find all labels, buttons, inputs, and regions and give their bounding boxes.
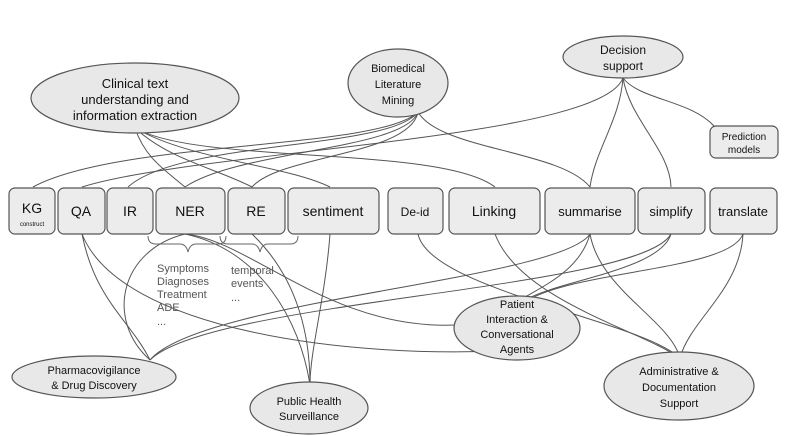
ner-type: Treatment: [157, 289, 207, 301]
task-ir: IR: [106, 187, 154, 235]
re-type: temporal: [231, 265, 274, 277]
ner-brace: [147, 235, 227, 253]
task-linking: Linking: [448, 187, 541, 235]
edge-bio-summarise: [417, 111, 591, 188]
task-simplify-label: simplify: [649, 204, 693, 219]
app-public-line-2: Surveillance: [279, 411, 339, 423]
app-admin-line-2: Documentation: [642, 382, 716, 394]
app-admin-line-3: Support: [660, 398, 699, 410]
ner-type: ...: [157, 316, 166, 328]
edge-qa-pharma: [81, 233, 151, 361]
task-linking-label: Linking: [472, 203, 516, 219]
re-brace: [219, 235, 299, 253]
edge-bio-re: [251, 111, 419, 188]
clinical-hub: Clinical text understanding and informat…: [30, 62, 240, 134]
task-translate-label: translate: [718, 204, 768, 219]
edge-summarise-admin: [589, 233, 681, 359]
re-type-list: temporal events ...: [231, 265, 274, 304]
task-translate: translate: [709, 187, 778, 235]
task-kg-sublabel: construct: [20, 222, 45, 228]
edge-ner-pharma: [123, 233, 186, 361]
app-patient-line-1: Patient: [500, 299, 534, 311]
biomedical-hub-line-1: Biomedical: [371, 63, 425, 75]
ner-type: Symptoms: [157, 263, 209, 275]
task-summarise: summarise: [544, 187, 636, 235]
edge-simplify-patient: [524, 233, 672, 301]
edge-sentiment-public: [309, 233, 331, 386]
ner-type: Diagnoses: [157, 276, 209, 288]
task-ner: NER: [155, 187, 226, 235]
task-kg: KG construct: [8, 187, 56, 235]
edge-clinical-linking: [134, 127, 496, 188]
task-sentiment-label: sentiment: [303, 203, 364, 219]
app-admin-line-1: Administrative &: [639, 366, 719, 378]
task-sentiment: sentiment: [287, 187, 380, 235]
task-deid: De-id: [387, 187, 444, 235]
prediction-line-2: models: [728, 145, 760, 156]
decision-hub: Decision support: [562, 35, 684, 79]
app-patient-line-4: Agents: [500, 344, 535, 356]
app-patient-line-3: Conversational: [480, 329, 553, 341]
app-patient-line-2: Interaction &: [486, 314, 548, 326]
edge-bio-kg: [32, 111, 419, 188]
edge-summarise-patient: [519, 233, 591, 301]
edge-clinical-re: [134, 127, 253, 188]
app-pharma-line-1: Pharmacovigilance: [48, 365, 141, 377]
task-ir-label: IR: [123, 203, 137, 219]
edge-translate-admin: [679, 233, 744, 359]
re-type: ...: [231, 292, 240, 304]
biomedical-hub-line-3: Mining: [382, 95, 414, 107]
prediction-line-1: Prediction: [722, 132, 766, 143]
decision-hub-line-1: Decision: [600, 43, 646, 57]
task-re: RE: [227, 187, 286, 235]
edge-clinical-ner: [134, 127, 186, 188]
prediction-box: Prediction models: [709, 125, 779, 159]
edge-linking-admin: [494, 233, 681, 359]
biomedical-hub: Biomedical Literature Mining: [347, 48, 449, 118]
edge-summarise-pharma: [149, 233, 591, 361]
clinical-hub-line-3: information extraction: [73, 108, 197, 123]
app-public-line-1: Public Health: [277, 396, 342, 408]
biomedical-hub-line-2: Literature: [375, 79, 421, 91]
task-ner-label: NER: [175, 203, 205, 219]
edge-clinical-sentiment: [134, 127, 331, 188]
task-re-label: RE: [246, 203, 265, 219]
clinical-hub-line-1: Clinical text: [102, 76, 169, 91]
edge-ner-patient: [184, 233, 456, 326]
edges: [32, 77, 744, 386]
edge-decision-simplify: [622, 77, 672, 188]
app-pharma-line-2: & Drug Discovery: [51, 380, 137, 392]
edge-re-public: [251, 233, 311, 386]
task-kg-label: KG: [22, 200, 42, 216]
edge-qa-patient: [81, 233, 518, 353]
edge-translate-patient: [527, 233, 744, 301]
task-qa-label: QA: [71, 203, 92, 219]
task-simplify: simplify: [637, 187, 706, 235]
edge-simplify-pharma: [149, 233, 672, 361]
task-deid-label: De-id: [401, 205, 430, 219]
edge-decision-qa: [81, 77, 624, 188]
re-type: events: [231, 278, 264, 290]
task-summarise-label: summarise: [558, 204, 622, 219]
app-admin: Administrative & Documentation Support: [603, 351, 755, 421]
app-public-health: Public Health Surveillance: [249, 381, 369, 435]
task-qa: QA: [57, 187, 106, 235]
ner-type: ADE: [157, 302, 180, 314]
edge-decision-summarise: [589, 77, 624, 188]
decision-hub-line-2: support: [603, 59, 644, 73]
edge-bio-ner: [184, 111, 419, 188]
ner-type-list: Symptoms Diagnoses Treatment ADE ...: [157, 263, 209, 328]
edge-ner-public: [184, 233, 311, 386]
app-pharmacovigilance: Pharmacovigilance & Drug Discovery: [11, 355, 177, 399]
edge-decision-prediction: [622, 77, 715, 127]
clinical-hub-line-2: understanding and: [81, 92, 189, 107]
app-patient: Patient Interaction & Conversational Age…: [453, 295, 581, 361]
